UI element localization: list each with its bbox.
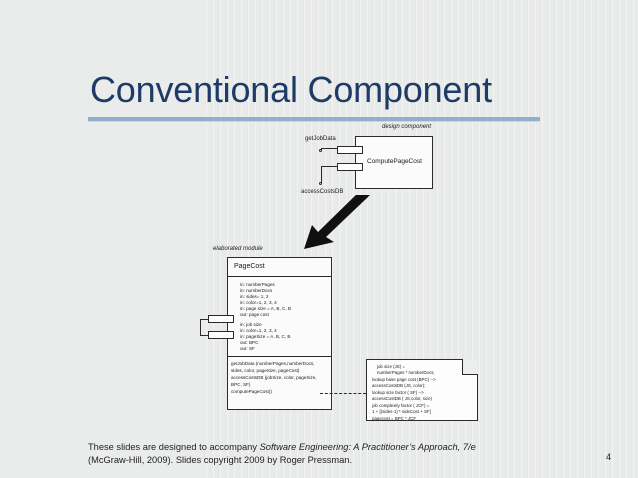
- footer-book-title: Software Engineering: A Practitioner’s A…: [259, 442, 476, 452]
- page-title: Conventional Component: [90, 69, 492, 110]
- attribute-item: out: page cost: [240, 312, 269, 317]
- connector-line: [200, 319, 201, 335]
- attribute-item: in: color=1, 2, 3, 4: [240, 328, 277, 333]
- connector-line: [321, 148, 338, 149]
- attribute-item: in: color=1, 2, 3, 4: [240, 300, 277, 305]
- interface-label-accesscostsdb: accessCostsDB: [301, 189, 344, 195]
- attribute-item: in: page size = A, B, C, B: [240, 306, 291, 311]
- attribute-item: in: sides= 1, 2: [240, 294, 269, 299]
- operation-item: getJobData (numberPages,numberDocs,: [231, 361, 315, 366]
- note-dashed-connector: [320, 393, 366, 394]
- note-line: lookup size factor ( SF) -->: [372, 390, 424, 395]
- socket-dot: [319, 149, 322, 152]
- connector-line: [200, 319, 208, 320]
- note-line: accessCostDB ( JS,color, size): [372, 396, 433, 401]
- class-separator: [228, 276, 331, 277]
- note-line: accessCostsDB (JS, color);: [372, 383, 426, 388]
- operation-item: sides, color, pageSize, pageCost): [231, 368, 300, 373]
- operation-item: BPC, SF): [231, 382, 251, 387]
- operation-item: computePageCost(): [231, 389, 272, 394]
- attribute-item: in: numberDocs: [240, 288, 273, 293]
- attribute-item: out: BPC: [240, 340, 259, 345]
- note-fold-corner-icon: [462, 359, 478, 375]
- interface-label-getjobdata: getJobData: [305, 136, 336, 142]
- note-line: lookup base page cost (BPC) -->: [372, 377, 436, 382]
- pagecost-class-name: PageCost: [234, 263, 265, 270]
- interface-rect-bottom: [337, 163, 363, 171]
- note-line: job size (JS) =: [377, 364, 405, 369]
- socket-dot: [319, 182, 322, 185]
- design-component-box: [355, 136, 433, 189]
- note-line: job complexity factor ( JCF) =: [372, 403, 430, 408]
- attribute-item: in: pageSize = A, B, C, B: [240, 334, 291, 339]
- attribute-item: in: job size: [240, 322, 262, 327]
- design-component-name: ComputePageCost: [367, 158, 422, 165]
- footer-text-line2: (McGraw-Hill, 2009). Slides copyright 20…: [88, 455, 353, 465]
- connector-line: [321, 166, 338, 167]
- operation-item: accessCostsDB (jobSize, color, pageSize,: [231, 375, 317, 380]
- pagecost-class-box: [227, 257, 332, 410]
- title-underline-highlight: [88, 121, 540, 122]
- footer-text-pre: These slides are designed to accompany: [88, 442, 260, 452]
- note-line: 1 + [(sides-1) * sideCost + SF]: [372, 409, 431, 414]
- attribute-item: out: SF: [240, 346, 255, 351]
- class-separator: [228, 356, 331, 357]
- attribute-item: in: numberPages: [240, 282, 275, 287]
- slide-left-margin: [0, 0, 205, 478]
- interface-rect-top: [208, 315, 234, 323]
- elaborated-module-caption: elaborated module: [213, 246, 263, 252]
- footer-attribution: These slides are designed to accompany S…: [88, 441, 558, 467]
- refinement-arrow-icon: [304, 195, 370, 249]
- interface-rect-bottom: [208, 331, 234, 339]
- connector-line: [200, 335, 208, 336]
- component-diagram: design component ComputePageCost getJobD…: [200, 124, 478, 421]
- title-underline: [88, 117, 540, 121]
- interface-rect-top: [337, 146, 363, 154]
- design-component-caption: design component: [382, 124, 432, 130]
- page-number: 4: [606, 452, 612, 462]
- connector-line: [321, 167, 322, 183]
- pseudocode-note-box: [366, 359, 478, 421]
- note-line: pagecost = BPC * JCF: [372, 416, 417, 421]
- note-line: numberPages * numberDocs;: [377, 370, 435, 375]
